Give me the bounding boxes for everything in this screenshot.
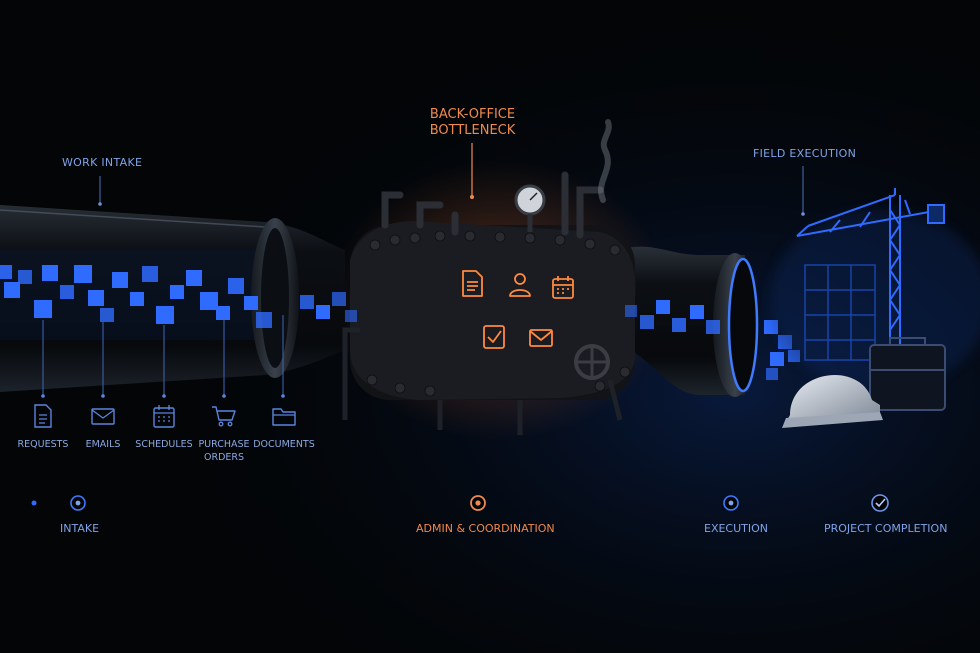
machine-calendar-icon [552,276,574,299]
timeline-marker-completion [871,494,889,512]
machine-envelope-icon [529,329,553,347]
machine-checkbox-icon [483,325,505,349]
source-label: SCHEDULES [135,439,193,450]
bottleneck-machine [342,119,636,435]
folder-icon [272,408,296,426]
source-emails: EMAILS [63,404,143,451]
machine-user-icon [509,273,531,297]
timeline-marker-admin [470,495,486,511]
data-blocks [0,265,800,380]
source-label: EMAILS [85,439,121,450]
source-label-line1: PURCHASE [198,439,250,450]
document-icon [34,404,52,428]
calendar-icon [153,405,175,428]
construction-scene [770,188,980,411]
stage-label-admin-coordination: ADMIN & COORDINATION [416,522,555,535]
field-execution-label: FIELD EXECUTION [753,147,857,160]
cart-icon [212,406,236,427]
envelope-icon [91,408,115,425]
stage-label-intake: INTAKE [60,522,100,535]
source-label: DOCUMENTS [253,439,315,450]
source-schedules: SCHEDULES [124,404,204,451]
timeline [31,494,945,512]
bottleneck-label-line1: BACK-OFFICE [429,107,516,122]
timeline-marker-execution [723,495,739,511]
machine-document-icon [462,270,483,297]
work-intake-label: WORK INTAKE [62,156,143,169]
source-purchase-orders: PURCHASE ORDERS [184,404,264,464]
source-requests: REQUESTS [3,404,83,451]
bottleneck-label-line2: BOTTLENECK [429,123,516,138]
stage-label-project-completion: PROJECT COMPLETION [824,522,948,535]
timeline-marker-intake [70,495,86,511]
source-documents: DOCUMENTS [244,404,324,451]
bottleneck-label: BACK-OFFICE BOTTLENECK [415,107,530,139]
source-label: REQUESTS [17,439,69,450]
stage-label-execution: EXECUTION [704,522,769,535]
source-label-line2: ORDERS [203,452,245,463]
hardhat-icon [782,374,883,428]
